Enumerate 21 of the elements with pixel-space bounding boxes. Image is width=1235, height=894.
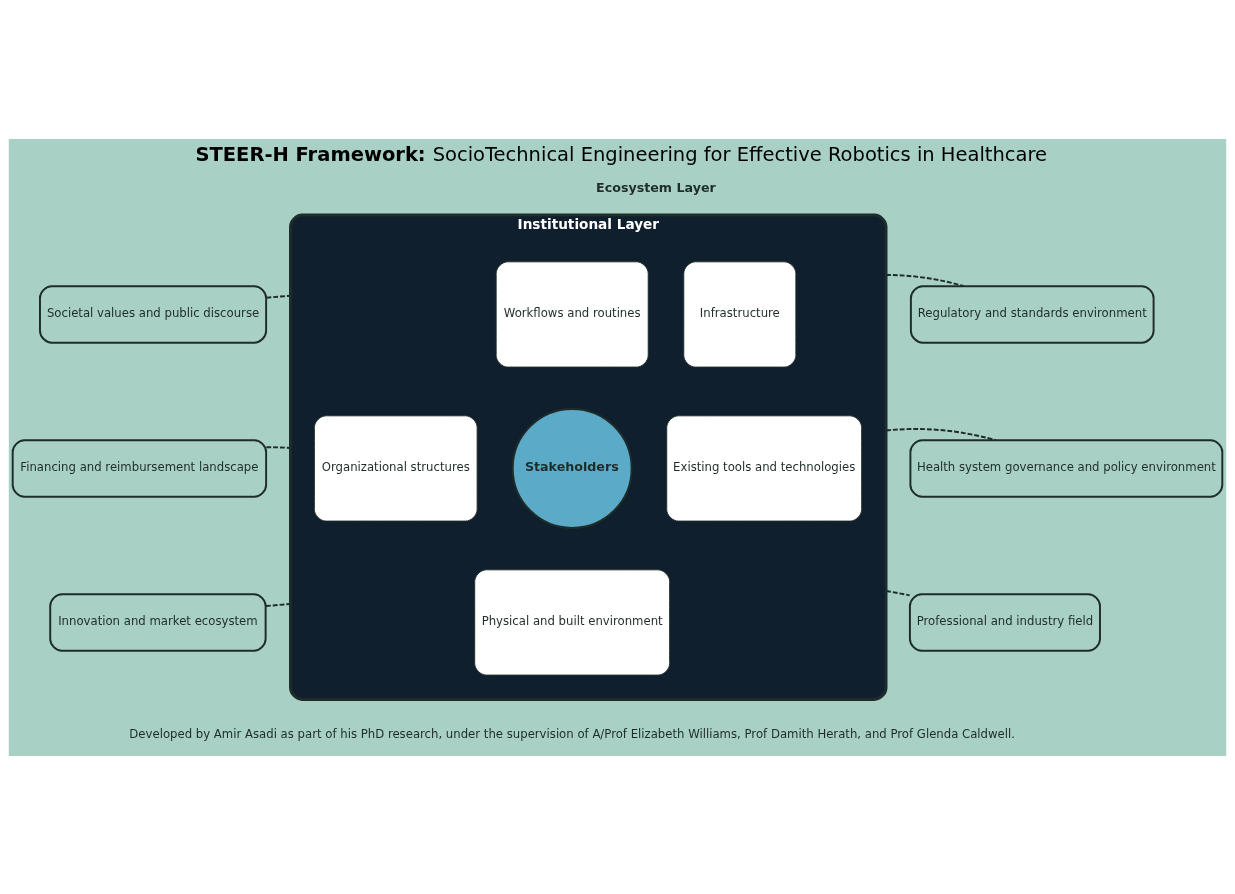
connector — [885, 273, 965, 287]
node-box: Innovation and market ecosystem — [49, 592, 267, 652]
label: Ecosystem Layer — [596, 179, 716, 195]
node-box: Organizational structures — [313, 414, 478, 522]
connector — [264, 602, 292, 607]
connector — [265, 294, 292, 299]
caption: Developed by Amir Asadi as part of his PhD research, under the supervision of A/Prof Elizabeth Williams, Prof Damith Herath, and Prof Glenda Caldwell. — [129, 726, 1015, 741]
node-box: Health system governance and policy environment — [909, 438, 1224, 498]
connector — [885, 427, 997, 441]
connector — [885, 589, 911, 596]
diagram-title: STEER-H Framework: SocioTechnical Engineering for Effective Robotics in Healthcare — [195, 142, 1048, 166]
node-box: Financing and reimbursement landscape — [11, 438, 268, 498]
node-box: Societal values and public discourse — [39, 284, 268, 344]
node-box: Physical and built environment — [474, 568, 671, 676]
node-box: Infrastructure — [683, 260, 797, 368]
node-box: Existing tools and technologies — [666, 414, 863, 522]
node-circle: Stakeholders — [511, 407, 633, 529]
connector — [265, 445, 292, 449]
node-box: Workflows and routines — [495, 260, 649, 368]
node-box: Regulatory and standards environment — [909, 284, 1155, 344]
node-box: Professional and industry field — [908, 592, 1101, 652]
